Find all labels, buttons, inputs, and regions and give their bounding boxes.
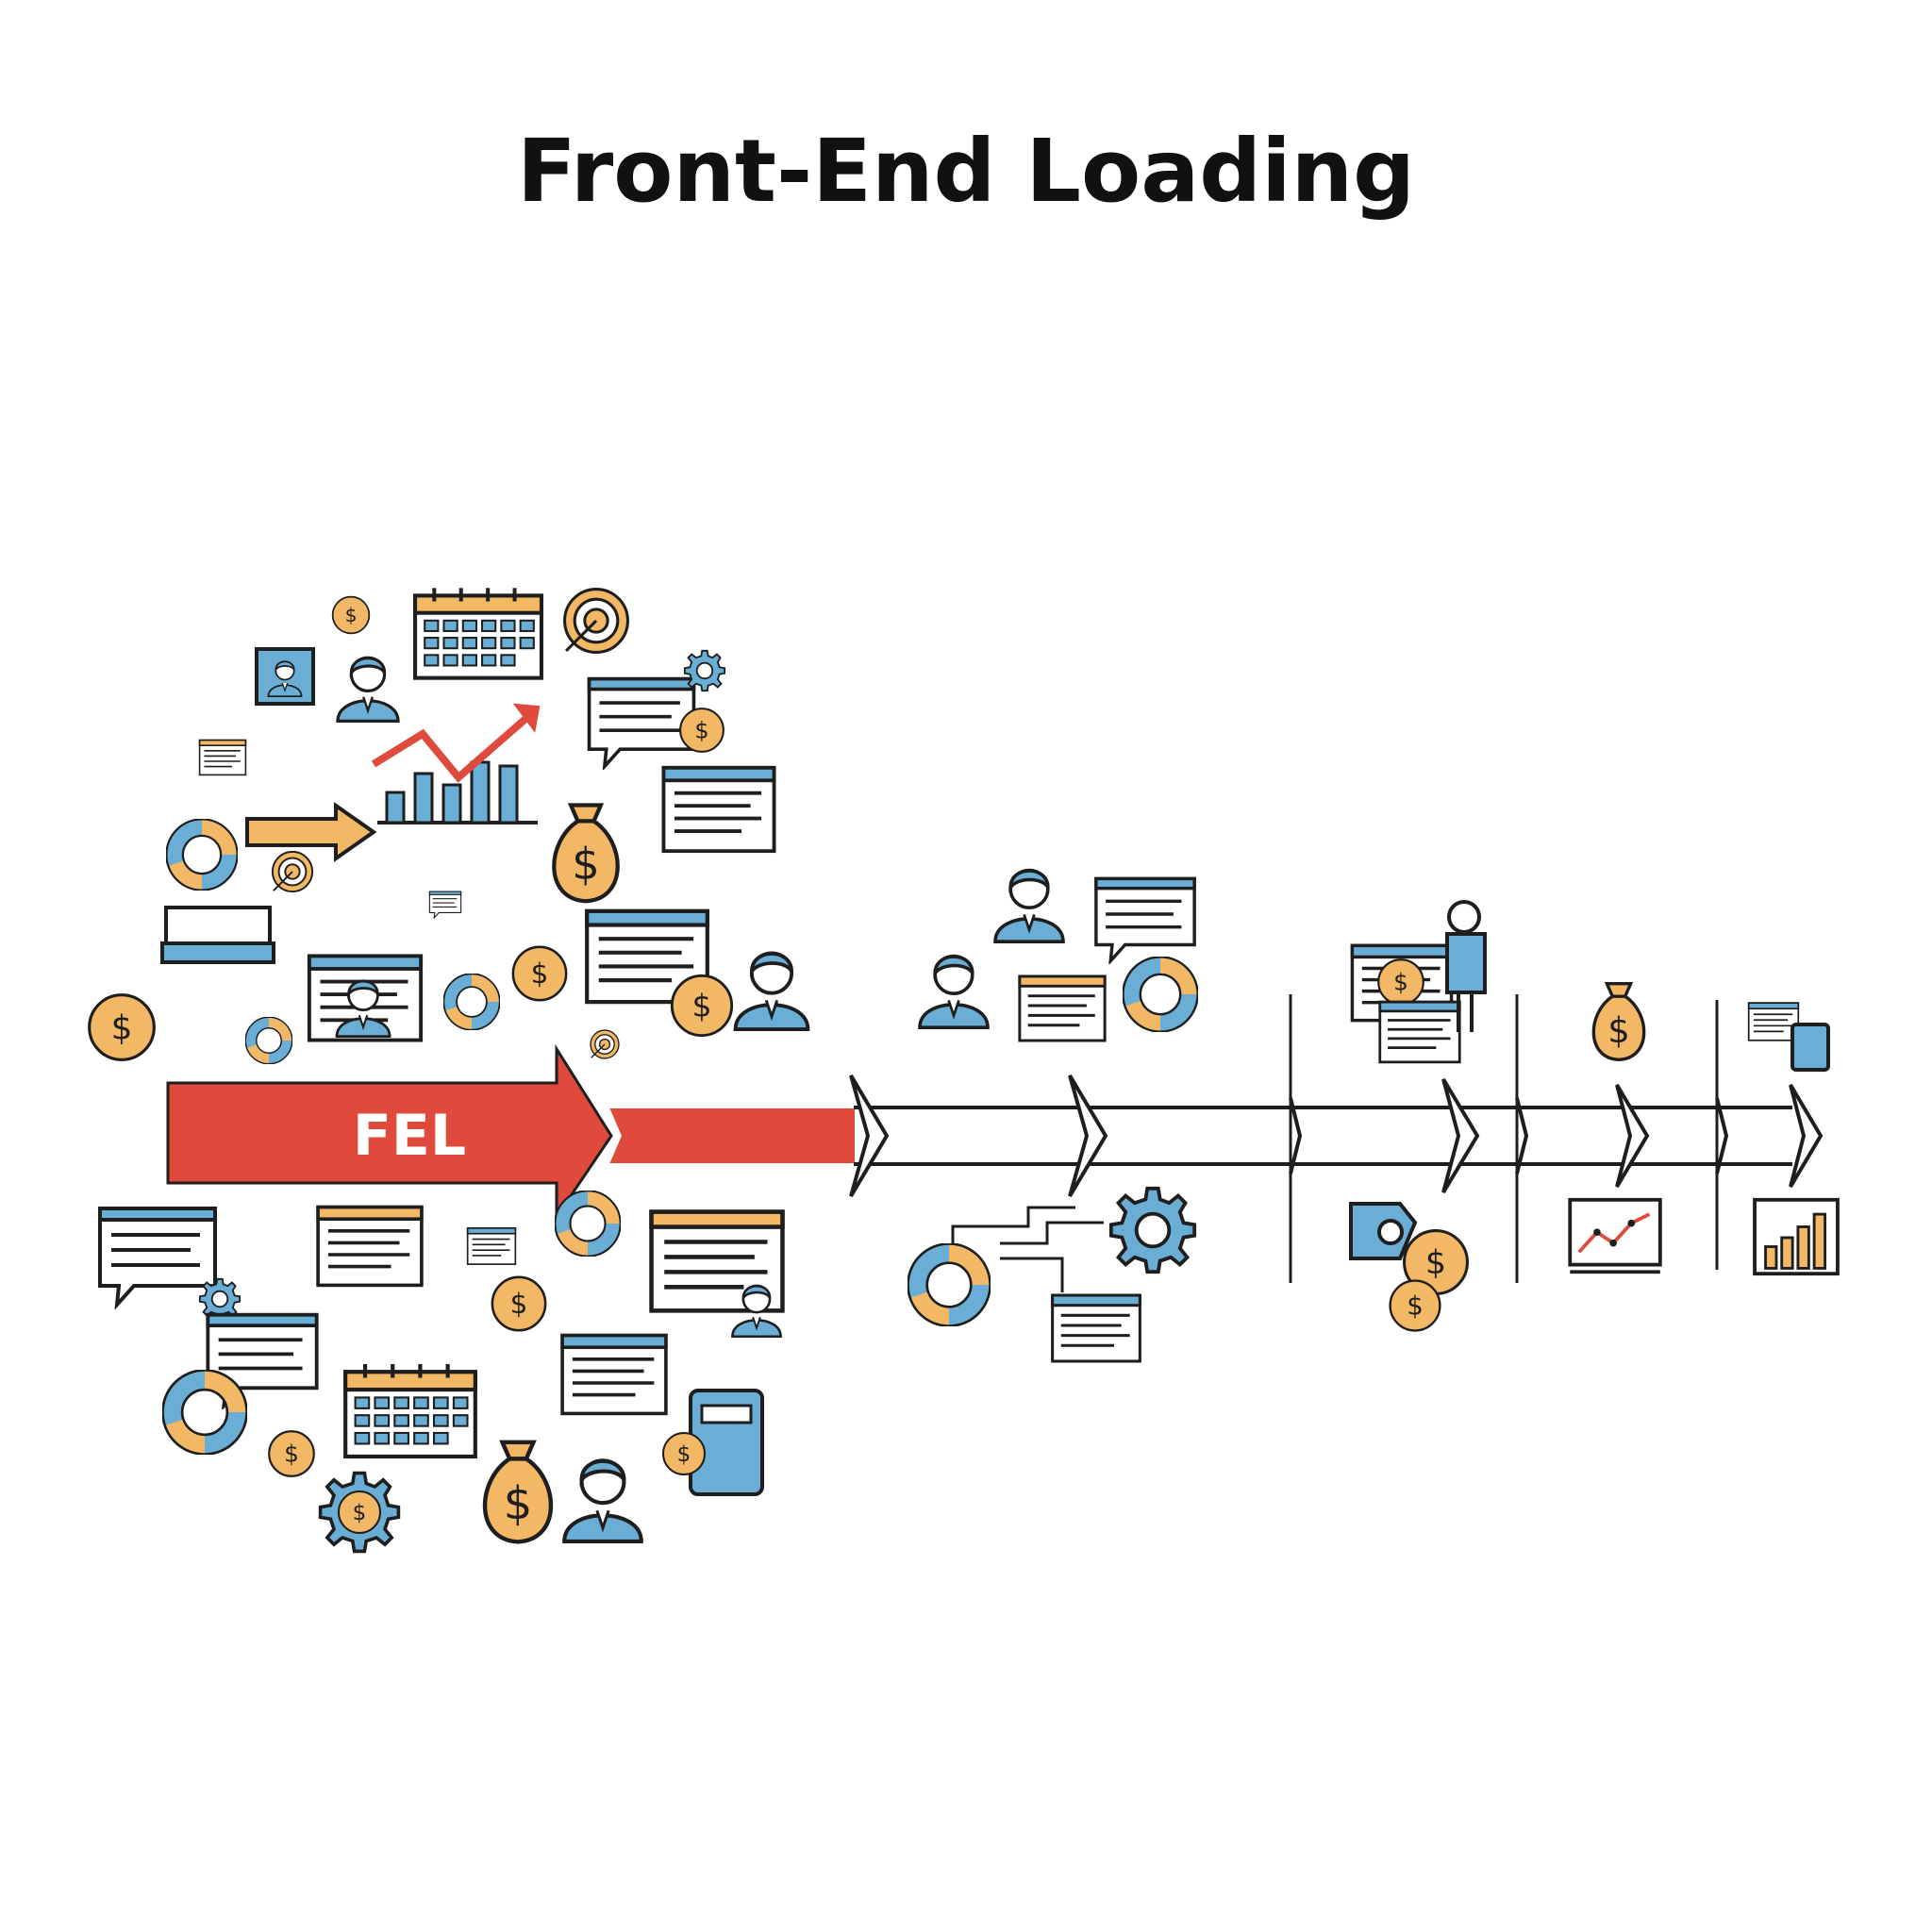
puzzle-icon xyxy=(590,1029,620,1059)
timeline-track xyxy=(849,994,1824,1283)
document-icon xyxy=(1050,1293,1142,1363)
dollar-coin-icon xyxy=(268,1430,315,1477)
stage-3-icons xyxy=(1568,981,1662,1274)
donut-chart-icon xyxy=(918,1254,981,1317)
stage-2-icons xyxy=(1349,900,1487,1332)
money-bag-icon xyxy=(554,805,617,901)
tool-icon xyxy=(160,906,275,964)
magnifier-icon xyxy=(271,850,314,893)
dollar-coin-icon xyxy=(338,1491,381,1534)
clock-icon xyxy=(679,708,724,753)
calendar-icon xyxy=(345,1364,475,1457)
document-icon xyxy=(466,1226,517,1266)
chat-document-icon xyxy=(427,891,463,919)
donut-chart-icon xyxy=(173,1380,237,1444)
person-icon xyxy=(336,656,400,723)
pie-chart-icon xyxy=(175,827,229,882)
flowchart-icon xyxy=(951,1206,1104,1292)
pie-chart-icon xyxy=(450,980,493,1024)
person-icon xyxy=(1445,900,1487,1032)
fel-label: FEL xyxy=(353,1103,466,1169)
team-person-icon xyxy=(993,868,1065,943)
target-icon xyxy=(662,1432,706,1475)
chat-document-icon xyxy=(1094,876,1196,963)
checkmark-icon xyxy=(88,993,156,1061)
document-icon xyxy=(1378,1000,1461,1064)
growth-chart-icon xyxy=(371,703,541,824)
person-icon xyxy=(491,1275,547,1332)
page-title: Front-End Loading xyxy=(516,121,1416,222)
person-icon xyxy=(1377,958,1424,1006)
team-person-icon xyxy=(918,954,990,1030)
timeline-chevron xyxy=(849,1074,890,1198)
approval-icon xyxy=(1389,1279,1441,1332)
gear-icon xyxy=(683,649,726,692)
line-chart-icon xyxy=(1568,1197,1662,1274)
chat-document-icon xyxy=(100,1208,215,1305)
money-bag-icon xyxy=(331,595,371,635)
gear-icon xyxy=(1108,1186,1197,1274)
presentation-icon xyxy=(663,768,774,851)
calculator-icon xyxy=(689,1389,764,1496)
timeline-chevron xyxy=(1068,1074,1108,1198)
calendar-icon xyxy=(415,588,541,677)
timeline-chevron xyxy=(1515,1097,1529,1174)
document-icon xyxy=(318,1208,422,1286)
person-icon xyxy=(255,647,315,706)
arrow-icon xyxy=(245,802,377,862)
target-icon xyxy=(670,974,734,1038)
document-icon xyxy=(1018,974,1107,1042)
document-icon xyxy=(560,1333,668,1416)
checklist-badge-icon xyxy=(1349,1202,1418,1260)
gear-icon xyxy=(198,1277,242,1321)
money-bag-icon xyxy=(1591,981,1646,1062)
fel-arrow: FEL xyxy=(166,1043,855,1222)
money-bag-icon xyxy=(485,1442,551,1542)
timeline-chevron xyxy=(1715,1097,1729,1174)
chat-document-icon xyxy=(587,676,696,769)
fel-icon-cluster xyxy=(88,588,808,1061)
dollar-coin-icon xyxy=(511,945,568,1002)
bar-chart-icon xyxy=(1753,1197,1840,1276)
stage-4-icons xyxy=(1747,1001,1840,1276)
timeline-chevron xyxy=(1289,1097,1303,1174)
dollar-coin-icon xyxy=(251,1023,287,1058)
donut-chart-icon xyxy=(1132,966,1190,1024)
donut-chart-icon xyxy=(562,1198,612,1248)
person-icon xyxy=(736,953,808,1029)
stack-icon xyxy=(1790,1023,1830,1072)
target-icon xyxy=(563,588,629,654)
person-icon xyxy=(564,1460,641,1541)
timeline-chevron xyxy=(1441,1077,1480,1194)
timeline-chevron xyxy=(1615,1083,1650,1189)
document-icon xyxy=(198,739,247,776)
fel-icon-cluster-lower xyxy=(100,1198,782,1554)
stage-1-icons xyxy=(918,868,1197,1363)
timeline-end-arrow xyxy=(1789,1083,1824,1189)
